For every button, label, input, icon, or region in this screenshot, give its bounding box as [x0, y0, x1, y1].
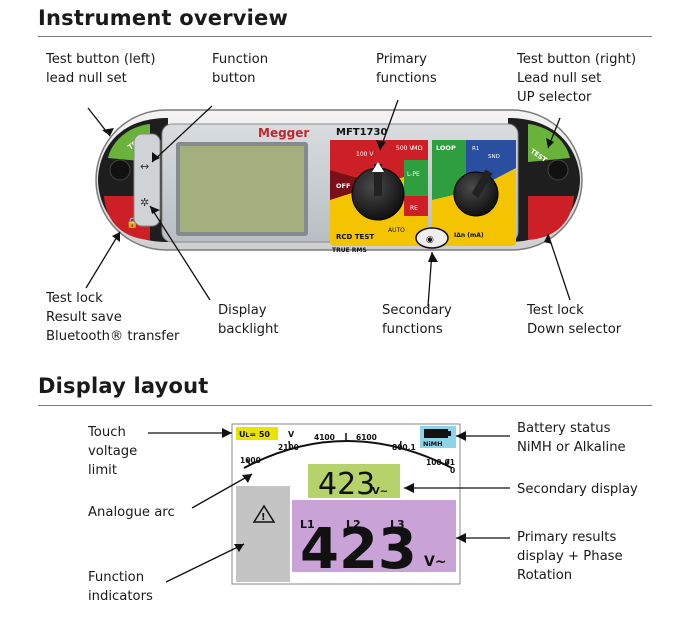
svg-text:NiMH: NiMH: [423, 440, 443, 448]
svg-text:RCD TEST: RCD TEST: [336, 233, 374, 241]
label-function-button: Function button: [212, 52, 269, 86]
svg-text:6100: 6100: [356, 433, 377, 442]
label-primary-functions: Primary functions: [376, 52, 437, 86]
warning-icon: [252, 504, 276, 523]
primary-display: [292, 500, 456, 572]
svg-text:423: 423: [318, 467, 375, 502]
svg-text:500 V: 500 V: [396, 145, 414, 152]
svg-text:423: 423: [300, 517, 417, 582]
svg-text:IΔn (mA): IΔn (mA): [454, 232, 484, 239]
svg-text:4100: 4100: [314, 433, 335, 442]
svg-text:100 V: 100 V: [356, 151, 374, 158]
svg-text:R1: R1: [472, 146, 479, 152]
svg-text:2100: 2100: [278, 443, 299, 452]
svg-text:TRUE RMS: TRUE RMS: [332, 247, 367, 254]
svg-text:LOOP: LOOP: [436, 144, 456, 152]
section-rule: [38, 405, 652, 406]
svg-text:L2: L2: [346, 518, 361, 531]
svg-text:MFT1730: MFT1730: [336, 127, 387, 138]
section-rule: [38, 36, 652, 37]
label-test-lock-right: Test lock Down selector: [527, 303, 622, 337]
label-function-indicators: Function indicators: [88, 570, 153, 604]
svg-text:↔: ↔: [140, 160, 149, 173]
svg-text:MΩ: MΩ: [412, 144, 423, 152]
svg-text:AUTO: AUTO: [388, 227, 405, 234]
svg-text:L1: L1: [300, 518, 315, 531]
lcd-screen: [180, 146, 304, 232]
section-title-display-layout: Display layout: [38, 374, 209, 398]
svg-text:OFF: OFF: [336, 182, 350, 190]
svg-text:800.1: 800.1: [392, 443, 416, 452]
svg-text:RE: RE: [410, 205, 418, 212]
label-battery-status: Battery status NiMH or Alkaline: [517, 421, 626, 455]
svg-text:!: !: [261, 512, 266, 523]
label-test-lock-left: Test lock Result save Bluetooth® transfe…: [46, 291, 180, 344]
section-title-instrument-overview: Instrument overview: [38, 6, 289, 30]
svg-text:SND: SND: [488, 154, 500, 160]
label-analogue-arc: Analogue arc: [88, 505, 175, 520]
svg-text:V: V: [288, 430, 295, 439]
svg-text:100.01: 100.01: [426, 458, 455, 467]
svg-text:UL= 50: UL= 50: [239, 430, 270, 439]
svg-text:V~: V~: [372, 486, 388, 497]
analogue-arc: [243, 440, 453, 469]
svg-text:0: 0: [450, 466, 455, 475]
secondary-display: [308, 464, 400, 498]
function-indicators: [236, 486, 290, 582]
label-test-button-left: Test button (left) lead null set: [46, 52, 156, 86]
svg-text:◉: ◉: [426, 235, 434, 245]
svg-text:L-PE: L-PE: [407, 171, 420, 178]
label-touch-voltage: Touch voltage limit: [88, 425, 138, 478]
label-primary-results: Primary results display + Phase Rotation: [517, 530, 623, 583]
label-secondary-display: Secondary display: [517, 482, 638, 497]
label-secondary-functions: Secondary functions: [382, 303, 452, 337]
label-test-button-right: Test button (right) Lead null set UP sel…: [517, 52, 637, 105]
right-lock-button: [528, 196, 574, 240]
secondary-function-button: [415, 227, 449, 249]
svg-text:Megger: Megger: [258, 126, 309, 140]
svg-text:V~: V~: [424, 554, 447, 570]
label-display-backlight: Display backlight: [218, 303, 279, 337]
touch-voltage-box: [236, 427, 278, 440]
svg-text:L3: L3: [390, 518, 405, 531]
svg-text:1000: 1000: [240, 456, 261, 465]
svg-text:✲: ✲: [140, 196, 149, 209]
